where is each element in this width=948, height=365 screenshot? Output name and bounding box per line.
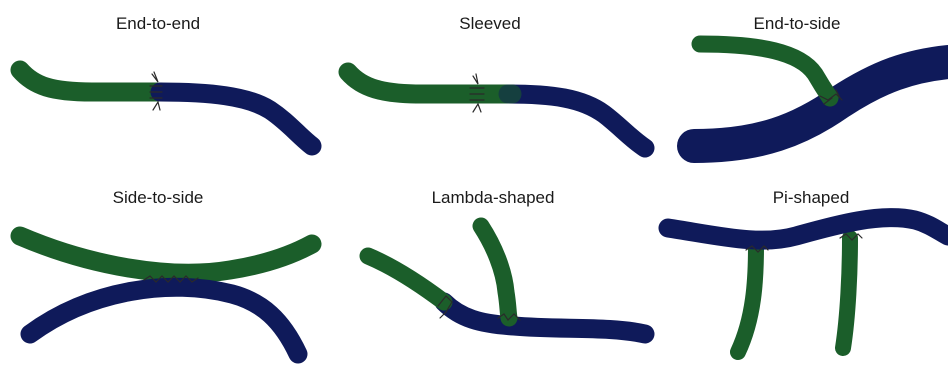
green-graft-segment <box>20 70 160 92</box>
panel-pi-shaped: Pi-shaped <box>668 188 948 352</box>
blue-vessel-segment <box>160 92 312 146</box>
panel-lambda-shaped: Lambda-shaped <box>368 188 645 334</box>
panel-sleeved: Sleeved <box>348 14 645 148</box>
blue-vessel-segment <box>444 302 645 334</box>
panel-end-to-end: End-to-end <box>20 14 312 146</box>
panel-title-end-to-end: End-to-end <box>116 14 200 33</box>
green-graft-segment <box>700 44 830 98</box>
panel-title-sleeved: Sleeved <box>459 14 520 33</box>
green-branch-left <box>368 256 444 302</box>
panel-end-to-side: End-to-side <box>694 14 948 146</box>
panel-title-pi-shaped: Pi-shaped <box>773 188 850 207</box>
blue-vessel-segment <box>30 287 298 354</box>
panel-side-to-side: Side-to-side <box>20 188 312 354</box>
green-branch-upright <box>481 226 509 318</box>
panel-title-side-to-side: Side-to-side <box>113 188 204 207</box>
panel-title-end-to-side: End-to-side <box>754 14 841 33</box>
green-branch-right <box>843 238 850 348</box>
panel-title-lambda-shaped: Lambda-shaped <box>432 188 555 207</box>
blue-vessel-segment <box>668 218 948 241</box>
green-graft-segment <box>20 236 312 273</box>
blue-vessel-segment <box>508 94 645 148</box>
green-branch-left <box>738 246 756 352</box>
